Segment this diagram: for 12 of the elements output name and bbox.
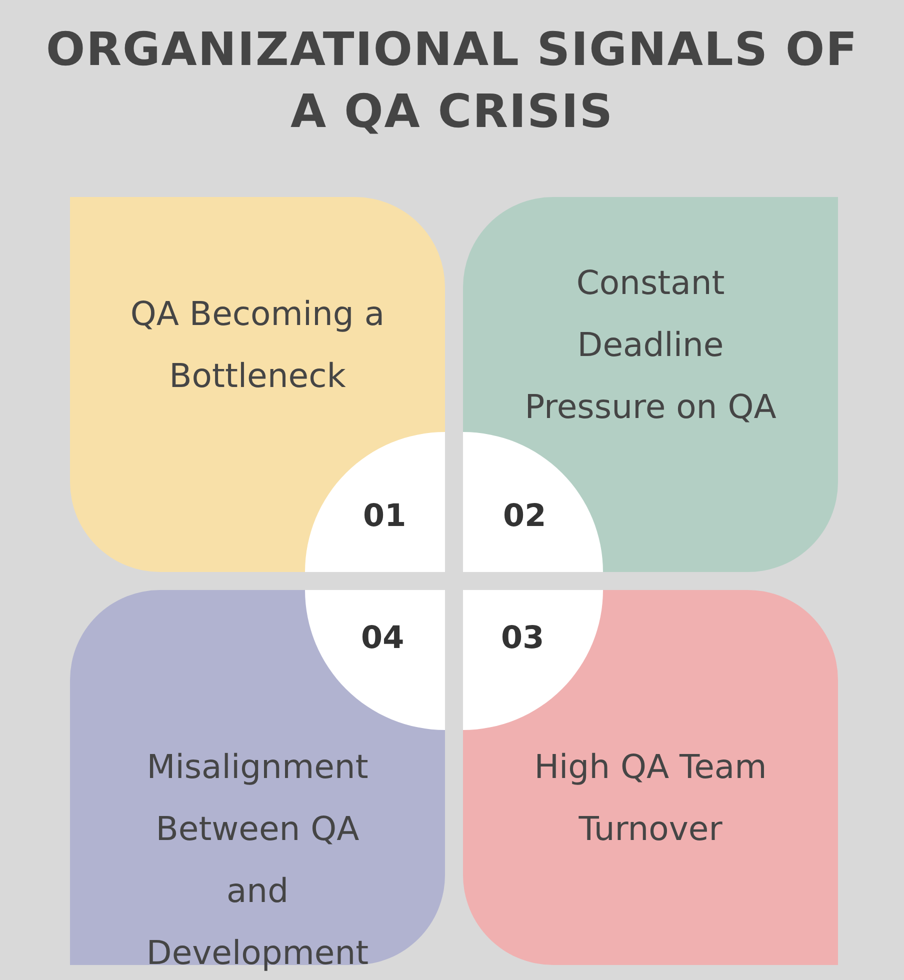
signal-card	[463, 590, 838, 965]
card-text: Misalignment Between QA and Development	[145, 746, 370, 974]
card-text: QA Becoming a Bottleneck	[129, 293, 386, 397]
signal-card	[463, 197, 838, 572]
step-number: 04	[361, 620, 404, 656]
card-text: High QA Team Turnover	[533, 746, 768, 850]
step-number: 01	[363, 498, 406, 534]
step-number: 03	[501, 620, 544, 656]
signal-card	[70, 197, 445, 572]
card-text: Constant Deadline Pressure on QA	[524, 262, 778, 428]
step-number: 02	[503, 498, 546, 534]
title: ORGANIZATIONAL SIGNALS OF A QA CRISIS	[45, 21, 859, 140]
